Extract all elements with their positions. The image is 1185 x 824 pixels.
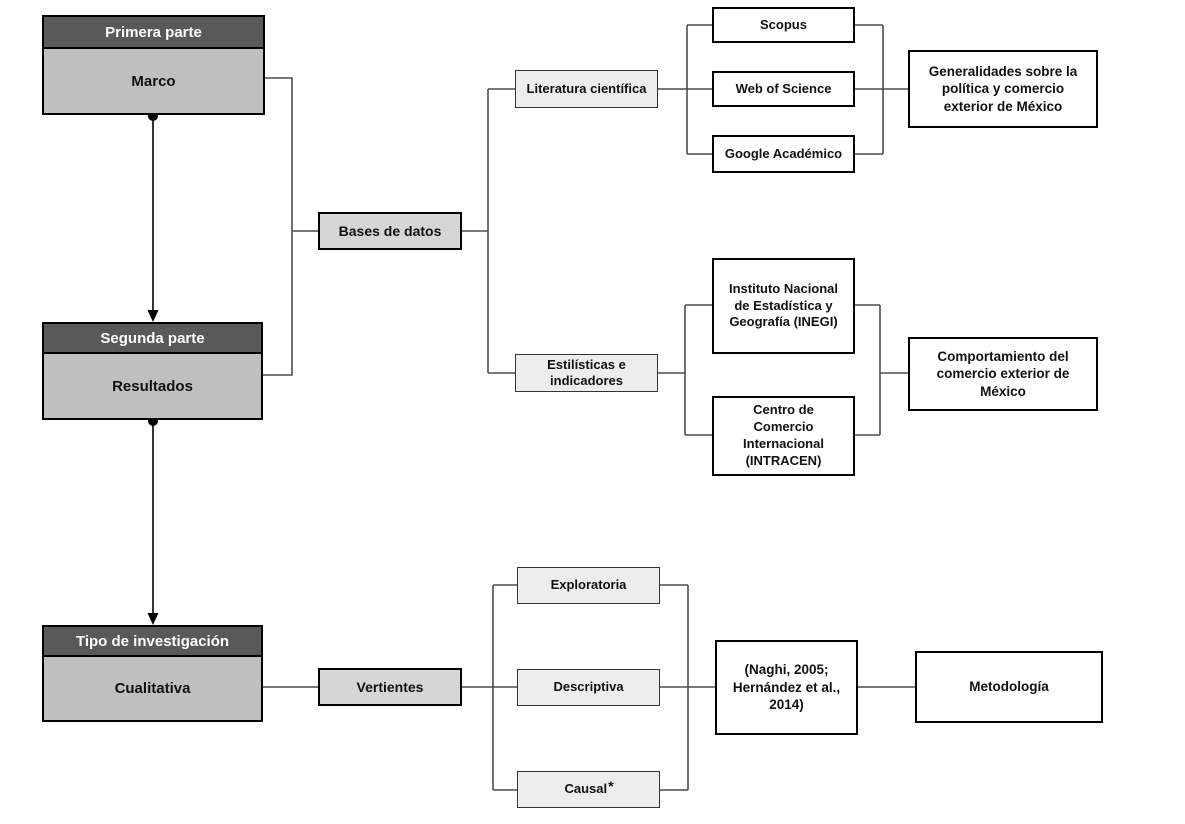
stage-header: Primera parte: [44, 17, 263, 49]
source-google-academico: Google Académico: [712, 135, 855, 173]
source-scopus: Scopus: [712, 7, 855, 43]
outcome-comportamiento: Comportamiento del comercio exterior de …: [908, 337, 1098, 411]
stage-body: Cualitativa: [114, 680, 191, 697]
source-inegi: Instituto Nacional de Estadística y Geog…: [712, 258, 855, 354]
source-web-of-science: Web of Science: [712, 71, 855, 107]
branch-literatura-cientifica: Literatura científica: [515, 70, 658, 108]
stage-header: Segunda parte: [44, 324, 261, 354]
stage-primera-parte: Primera parte Marco: [42, 15, 265, 115]
branch-estilisticas-indicadores: Estilísticas e indicadores: [515, 354, 658, 392]
stage-segunda-parte: Segunda parte Resultados: [42, 322, 263, 420]
stage-body: Marco: [131, 72, 176, 90]
hub-vertientes: Vertientes: [318, 668, 462, 706]
type-descriptiva: Descriptiva: [517, 669, 660, 706]
citation-naghi-hernandez: (Naghi, 2005; Hernández et al., 2014): [715, 640, 858, 735]
hub-bases-de-datos: Bases de datos: [318, 212, 462, 250]
outcome-generalidades: Generalidades sobre la política y comerc…: [908, 50, 1098, 128]
outcome-metodologia: Metodología: [915, 651, 1103, 723]
source-intracen: Centro de Comercio Internacional (INTRAC…: [712, 396, 855, 476]
type-exploratoria: Exploratoria: [517, 567, 660, 604]
stage-header: Tipo de investigación: [44, 627, 261, 657]
type-causal-label: Causal: [564, 781, 608, 797]
stage-tipo-investigacion: Tipo de investigación Cualitativa: [42, 625, 263, 722]
type-causal: Causal*: [517, 771, 660, 808]
stage-body: Resultados: [112, 377, 193, 395]
